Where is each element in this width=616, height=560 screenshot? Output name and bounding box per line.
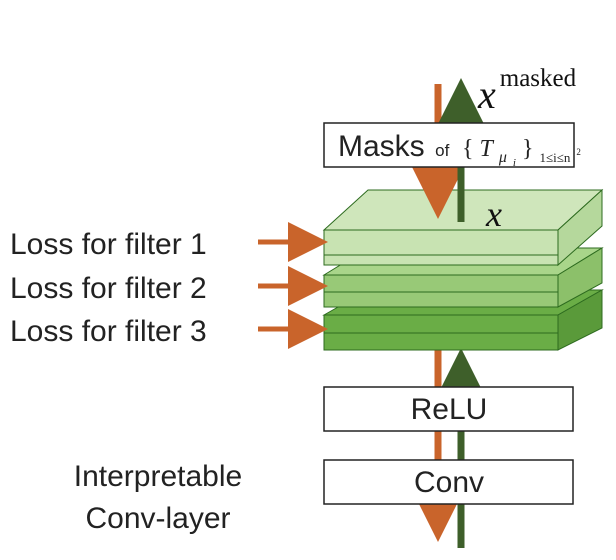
caption-line-1: Interpretable [74,460,242,493]
masks-box: Masks of { T μ i } 1≤i≤n 2 [323,122,581,172]
svg-text:{ T μ i: { T μ i } 1≤i≤n 2 [462,136,581,172]
masks-word: Masks [338,130,425,163]
output-symbol: x [477,72,496,117]
set-subscript: μ [498,149,507,166]
output-superscript: masked [500,65,577,92]
relu-box: ReLU [323,386,574,432]
index-power: 2 [576,147,581,157]
conv-label: Conv [414,466,484,499]
index-range: 1≤i≤n [540,150,571,165]
loss-arrows [258,222,328,349]
svg-text:x masked: x masked [477,65,577,117]
set-open-brace: { [462,136,474,162]
caption-line-2: Conv-layer [85,502,230,535]
output-label: x masked [477,65,577,117]
relu-label: ReLU [411,393,488,426]
set-sub-subscript: i [513,157,516,169]
conv-box: Conv [323,459,574,505]
loss-label-filter-3: Loss for filter 3 [10,315,207,348]
set-symbol: T [480,136,495,162]
loss-label-filter-2: Loss for filter 2 [10,272,207,305]
masks-of: of [435,141,449,160]
feature-symbol: x [485,194,502,234]
set-close-brace: } [522,136,534,162]
filter-layer-stack [322,188,604,351]
svg-text:Masks of: Masks of [338,130,450,163]
loss-label-filter-1: Loss for filter 1 [10,228,207,261]
